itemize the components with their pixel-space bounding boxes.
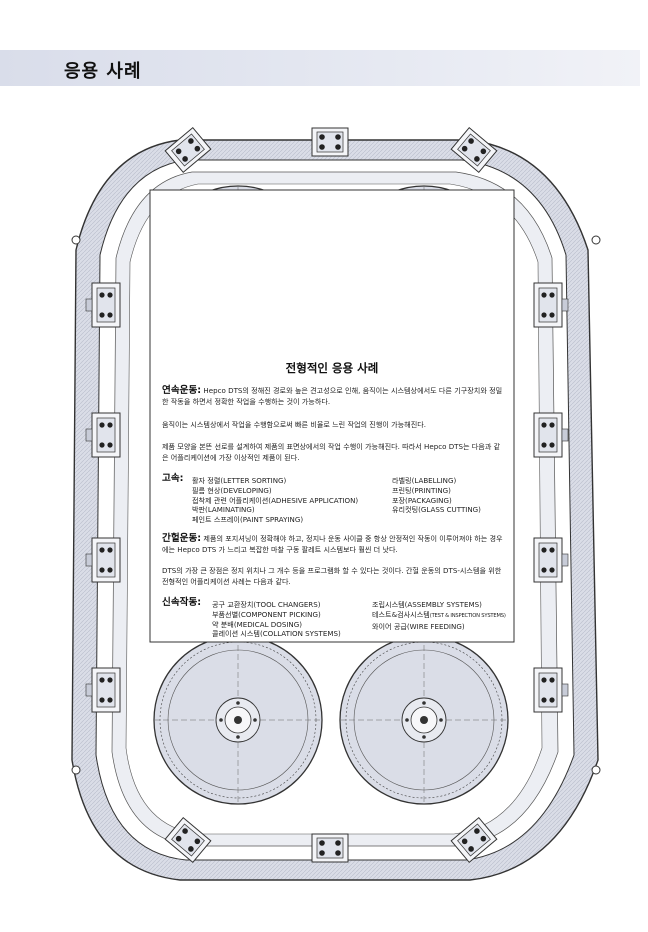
header-band xyxy=(0,50,640,86)
page-title: 응용 사례 xyxy=(64,61,142,82)
intermittent-motion-paragraph: 간헐운동: 제품의 포지셔닝이 정확해야 하고, 정지나 운동 사이클 중 항상… xyxy=(162,533,506,555)
list-item: 페인트 스프레이(PAINT SPRAYING) xyxy=(192,515,304,525)
intermittent-motion-heading: 간헐운동: xyxy=(162,533,202,544)
list-item: 접착제 관련 어플리케이션(ADHESIVE APPLICATION) xyxy=(192,495,359,505)
fast-action-heading: 신속작동: xyxy=(162,597,202,608)
continuous-motion-paragraph: 연속운동: Hepco DTS의 정해진 경로와 높은 견고성으로 인해, 움직… xyxy=(162,385,506,407)
high-speed-list-left: 활자 정렬(LETTER SORTING) 필름 현상(DEVELOPING) … xyxy=(192,476,358,525)
continuous-motion-text: Hepco DTS의 정해진 경로와 높은 견고성으로 인해, 움직이는 시스템… xyxy=(162,386,503,406)
list-item: 콜레이션 시스템(COLLATION SYSTEMS) xyxy=(212,629,341,639)
panel-title: 전형적인 응용 사례 xyxy=(285,361,379,375)
list-item: 유리컷팅(GLASS CUTTING) xyxy=(392,505,481,515)
high-speed-list-right: 라벨링(LABELLING) 프린팅(PRINTING) 포장(PACKAGIN… xyxy=(392,476,481,515)
list-item: 약 분배(MEDICAL DOSING) xyxy=(212,619,302,629)
list-item: 공구 교환장치(TOOL CHANGERS) xyxy=(212,600,321,609)
applications-panel: 전형적인 응용 사례 연속운동: Hepco DTS의 정해진 경로와 높은 견… xyxy=(154,340,510,639)
fast-action-list-right: 조립시스템(ASSEMBLY SYSTEMS) 테스트&검사시스템(TEST &… xyxy=(372,600,506,631)
list-item: 테스트&검사시스템(TEST & INSPECTION SYSTEMS) xyxy=(372,609,506,619)
list-item: 라벨링(LABELLING) xyxy=(392,476,457,485)
list-item: 와이어 공급(WIRE FEEDING) xyxy=(372,621,465,631)
high-speed-heading: 고속: xyxy=(162,473,184,484)
list-item: 필름 현상(DEVELOPING) xyxy=(192,485,272,495)
list-item: 활자 정렬(LETTER SORTING) xyxy=(192,476,287,485)
continuous-motion-heading: 연속운동: xyxy=(162,385,202,396)
list-item: 조립시스템(ASSEMBLY SYSTEMS) xyxy=(372,600,482,609)
list-item: 부품선별(COMPONENT PICKING) xyxy=(212,609,321,619)
intermittent-motion-para2: DTS의 가장 큰 장점은 정지 위치나 그 개수 등을 프로그램화 할 수 있… xyxy=(162,566,502,586)
continuous-motion-para3: 제품 모양을 본뜬 선로를 설계하여 제품의 표면상에서의 작업 수행이 가능해… xyxy=(162,442,501,462)
intermittent-motion-text: 제품의 포지셔닝이 정확해야 하고, 정지나 운동 사이클 중 항상 안정적인 … xyxy=(162,534,503,554)
list-item: 박판(LAMINATING) xyxy=(192,505,255,515)
list-item-small-suffix: (TEST & INSPECTION SYSTEMS) xyxy=(429,612,506,619)
fast-action-list-left: 공구 교환장치(TOOL CHANGERS) 부품선별(COMPONENT PI… xyxy=(212,600,341,639)
continuous-motion-para2: 움직이는 시스템상에서 작업을 수행함으로써 빠른 비율로 느린 작업의 진행이… xyxy=(162,420,427,429)
list-item: 포장(PACKAGING) xyxy=(392,495,452,505)
list-item: 프린팅(PRINTING) xyxy=(392,485,451,495)
